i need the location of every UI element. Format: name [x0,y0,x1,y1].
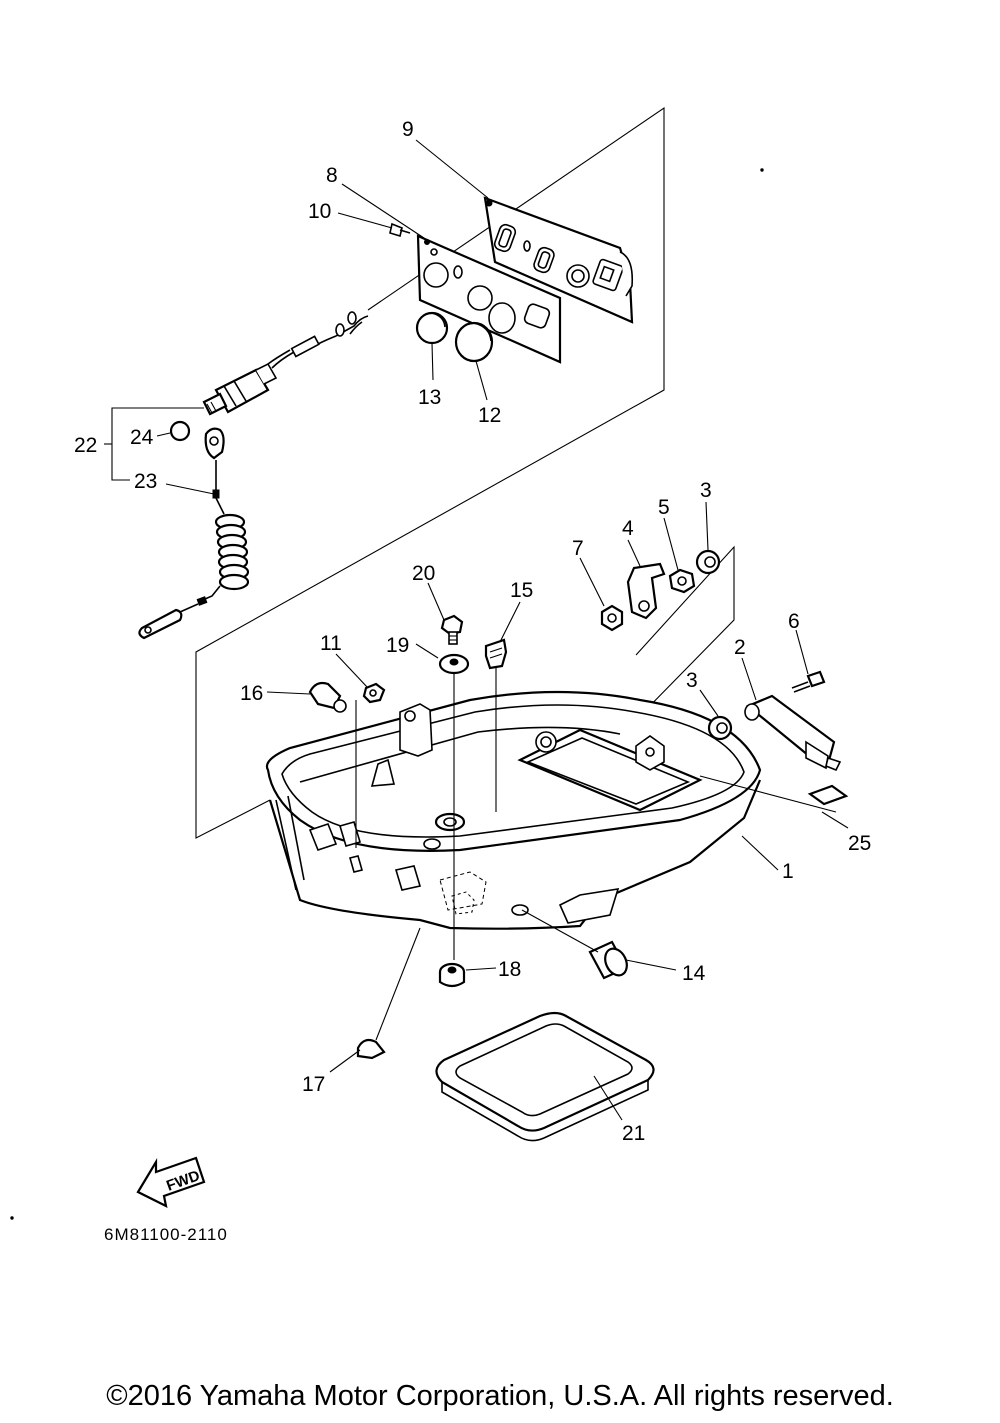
coiled-cord [214,513,250,591]
callout-17: 17 [302,1073,325,1096]
diagram-code: 6M81100-2110 [104,1225,228,1244]
washer-part-3-upper [695,549,721,575]
bolt-part-20 [440,614,464,645]
bracket-part-4 [626,562,666,620]
plug-part-13 [415,311,449,345]
copyright-notice: ©2016 Yamaha Motor Corporation, U.S.A. A… [106,1380,894,1412]
callout-23: 23 [134,470,157,493]
clip-part-17 [356,1038,386,1060]
callout-22: 22 [74,434,97,457]
lanyard-cord [138,427,250,640]
callout-12: 12 [478,404,501,427]
callout-1: 1 [782,860,794,883]
callout-3-upper: 3 [700,479,712,502]
callout-6: 6 [788,610,800,633]
nut-part-7 [600,604,624,632]
screw-part-10 [389,222,411,238]
callout-7: 7 [572,537,584,560]
gasket-plate [416,234,562,364]
callout-16: 16 [240,682,263,705]
callout-14: 14 [682,962,706,985]
callout-13: 13 [418,386,441,409]
cap-part-24 [169,420,191,442]
stop-switch [202,362,278,416]
plug-part-14 [588,940,628,980]
callout-24: 24 [130,426,154,449]
bottom-cowling [265,690,762,930]
washer-part-3-lower [707,715,733,741]
wiring-harness [267,311,369,369]
grommet-part-16 [308,681,347,713]
callout-labels: 1 2 3 3 4 5 6 7 8 9 10 11 12 13 14 15 16… [74,118,871,1145]
callout-3-lower: 3 [686,669,698,692]
grommet-part-15 [484,638,508,670]
nut-part-5 [668,568,696,594]
leader-lines [104,139,849,1121]
callout-5: 5 [658,496,670,519]
lever-part-2 [744,694,842,772]
label-part-25 [807,784,849,806]
washer-part-19 [438,653,470,675]
bolt-part-6 [791,670,826,693]
frame-lines [195,106,735,839]
callout-8: 8 [326,164,338,187]
grommet-part-18 [438,962,466,988]
nut-part-11 [362,682,386,704]
switch-panel [483,196,634,324]
callout-19: 19 [386,634,409,657]
callout-20: 20 [412,562,435,585]
plug-part-12 [454,321,494,363]
callout-2: 2 [734,636,746,659]
callout-9: 9 [402,118,414,141]
callout-10: 10 [308,200,331,223]
callout-25: 25 [848,832,871,855]
callout-4: 4 [622,517,634,540]
callout-18: 18 [498,958,521,981]
fwd-arrow: FWD [136,1156,206,1208]
callout-11: 11 [320,632,342,655]
callout-21: 21 [622,1122,645,1145]
callout-15: 15 [510,579,533,602]
seal-part-21 [435,1011,655,1142]
